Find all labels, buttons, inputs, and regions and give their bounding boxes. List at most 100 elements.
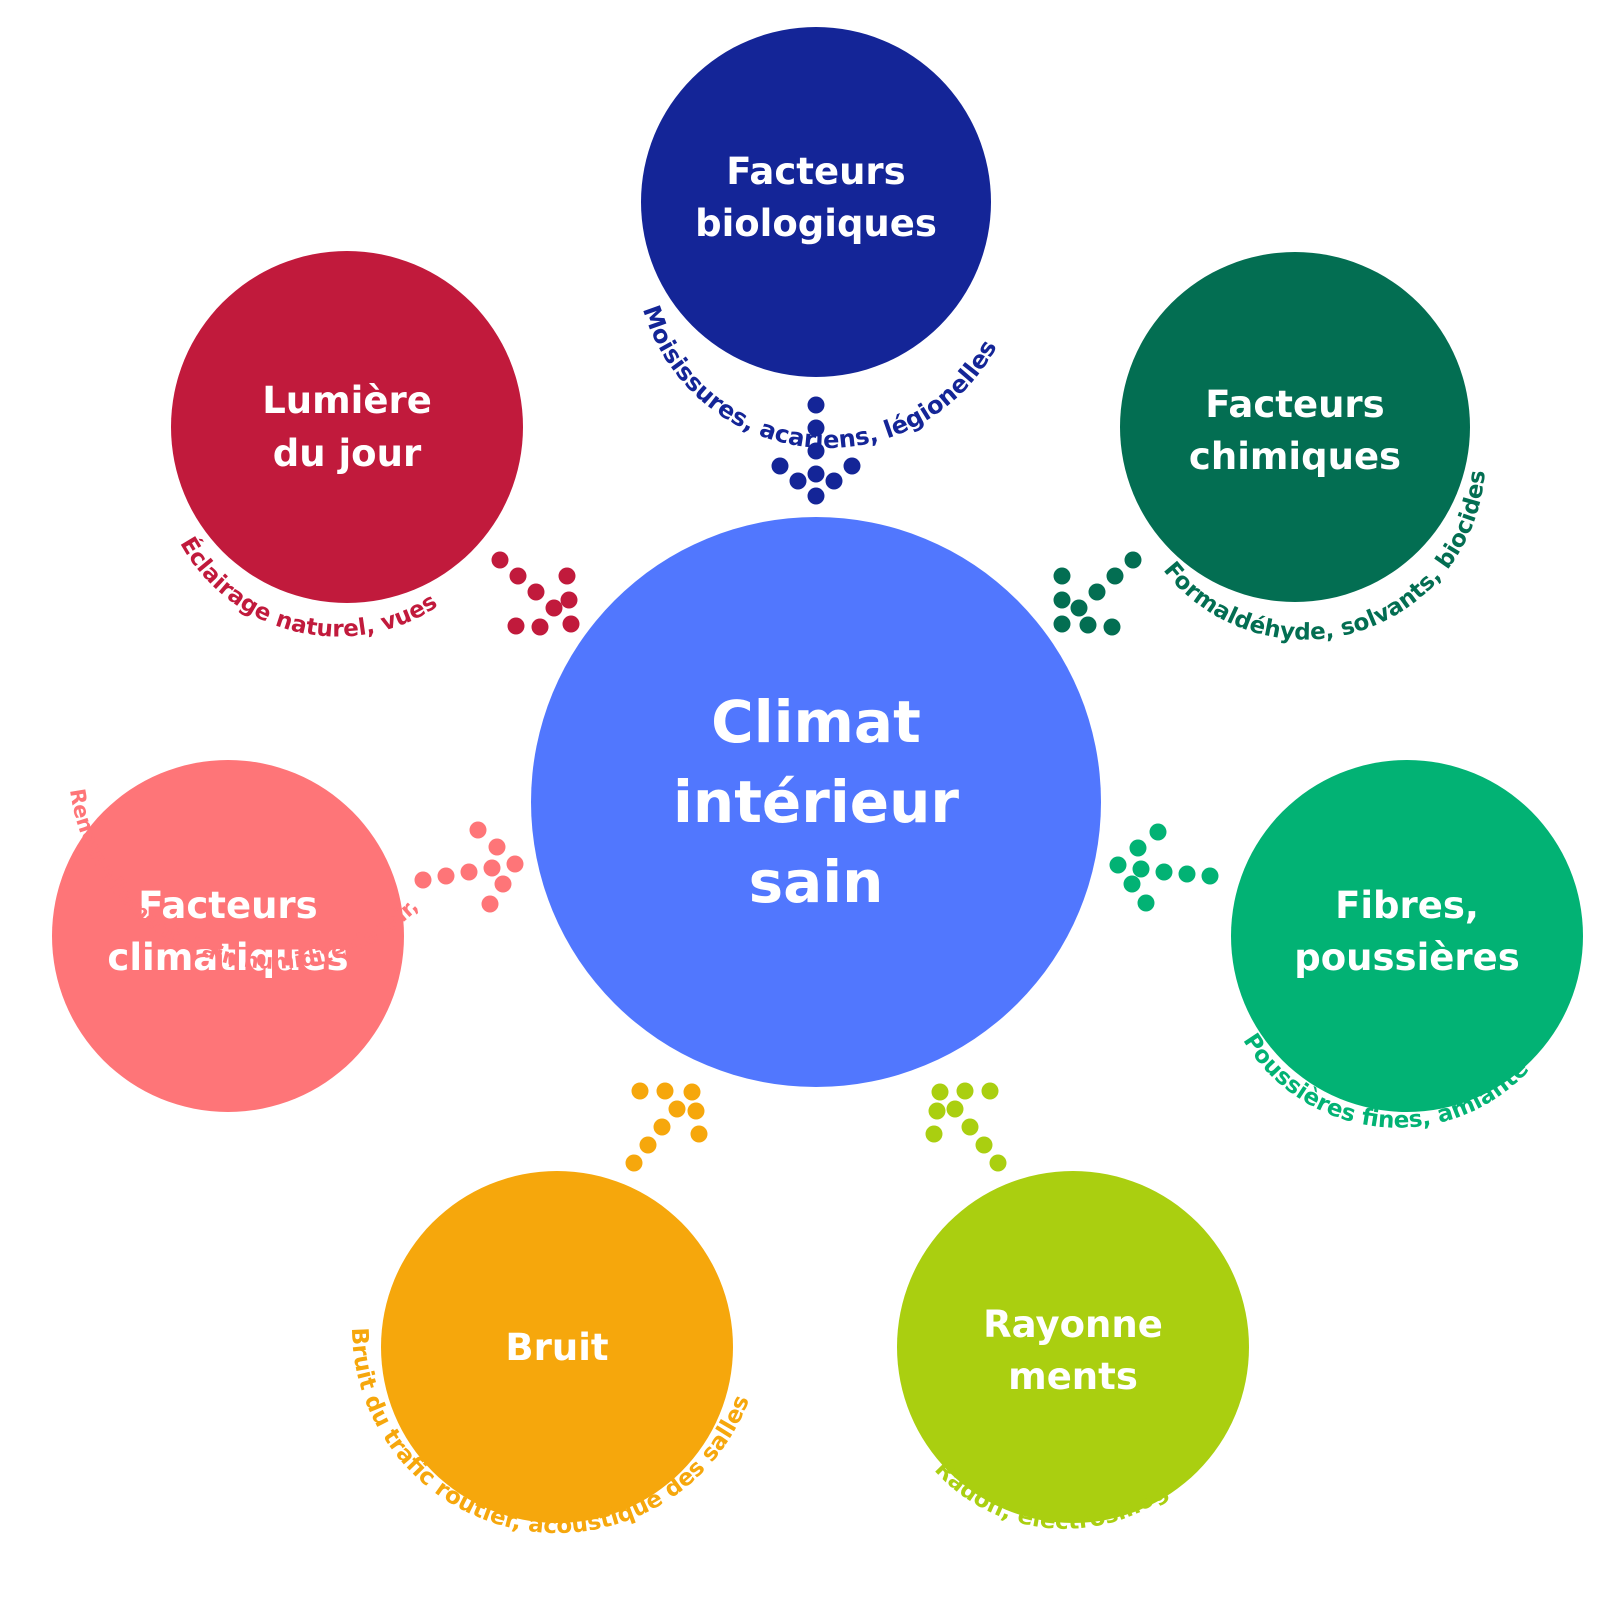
node-lumiere-title-line-1: Lumière bbox=[262, 379, 432, 422]
node-bio: Facteurs biologiques Moisissures, acarie… bbox=[637, 27, 1002, 454]
arrow-rayon-dot bbox=[989, 1154, 1007, 1172]
arrow-lumiere-dot bbox=[491, 551, 509, 569]
arrow-clim-dot bbox=[481, 895, 499, 913]
arrow-bruit-dot bbox=[631, 1082, 649, 1100]
arrow-bio-dot bbox=[807, 396, 825, 414]
arrow-fibres-dot bbox=[1137, 894, 1155, 912]
arrow-bruit-dot bbox=[690, 1125, 708, 1143]
arrow-fibres-dot bbox=[1149, 823, 1167, 841]
arrow-fibres-dot bbox=[1155, 863, 1173, 881]
arrow-lumiere bbox=[491, 551, 580, 636]
arrow-chem-dot bbox=[1053, 567, 1071, 585]
center-label-line-2: intérieur bbox=[673, 768, 959, 836]
arrow-chem-dot bbox=[1106, 567, 1124, 585]
arrow-fibres bbox=[1109, 823, 1219, 912]
arrow-bio-dot bbox=[807, 465, 825, 483]
arrow-bio-dot bbox=[807, 419, 825, 437]
node-bio-title-line-2: biologiques bbox=[695, 202, 937, 245]
node-lumiere: Lumière du jour Éclairage naturel, vues bbox=[171, 251, 523, 643]
arrow-lumiere-dot bbox=[562, 615, 580, 633]
arrow-clim bbox=[414, 821, 524, 913]
node-rayon-title-line-1: Rayonne bbox=[983, 1303, 1163, 1346]
node-bruit-title-line-1: Bruit bbox=[505, 1326, 608, 1369]
node-chem-circle bbox=[1120, 252, 1470, 602]
node-clim-title-line-1: Facteurs bbox=[138, 884, 317, 927]
arrow-fibres-dot bbox=[1109, 856, 1127, 874]
arrow-lumiere-dot bbox=[545, 599, 563, 617]
arrow-bio-dot bbox=[843, 457, 861, 475]
node-bruit: Bruit Bruit du trafic routier, acoustiqu… bbox=[346, 1171, 755, 1539]
arrow-bio-dot bbox=[825, 472, 843, 490]
arrow-clim-dot bbox=[469, 821, 487, 839]
arrow-bruit-dot bbox=[683, 1083, 701, 1101]
node-fibres-circle bbox=[1231, 760, 1583, 1112]
arrow-rayon-dot bbox=[925, 1125, 943, 1143]
arrow-bruit-dot bbox=[653, 1118, 671, 1136]
arrow-bruit-dot bbox=[668, 1100, 686, 1118]
node-chem-title-line-1: Facteurs bbox=[1205, 383, 1384, 426]
arrow-clim-dot bbox=[494, 875, 512, 893]
arrow-rayon-dot bbox=[928, 1102, 946, 1120]
arrow-lumiere-dot bbox=[560, 591, 578, 609]
arrow-rayon-dot bbox=[956, 1082, 974, 1100]
arrow-bruit-dot bbox=[625, 1154, 643, 1172]
arrow-bruit-dot bbox=[639, 1136, 657, 1154]
arrow-chem bbox=[1053, 551, 1142, 636]
arrow-rayon-dot bbox=[975, 1136, 993, 1154]
arrow-chem-dot bbox=[1079, 616, 1097, 634]
center-label-line-1: Climat bbox=[711, 688, 921, 756]
node-chem-title-line-2: chimiques bbox=[1189, 435, 1401, 478]
node-bruit-circle bbox=[381, 1171, 733, 1523]
arrow-clim-dot bbox=[460, 863, 478, 881]
arrow-fibres-dot bbox=[1178, 865, 1196, 883]
arrow-lumiere-dot bbox=[509, 567, 527, 585]
arrow-clim-dot bbox=[414, 871, 432, 889]
arrow-clim-dot bbox=[506, 855, 524, 873]
center-label-line-3: sain bbox=[749, 848, 884, 916]
arrow-clim-dot bbox=[488, 838, 506, 856]
node-fibres: Fibres, poussières Poussières fines, ami… bbox=[1231, 760, 1583, 1134]
arrow-lumiere-dot bbox=[527, 583, 545, 601]
arrow-rayon-dot bbox=[961, 1118, 979, 1136]
arrow-bio-dot bbox=[789, 472, 807, 490]
node-rayon-title-line-2: ments bbox=[1008, 1355, 1138, 1398]
center-circle bbox=[531, 517, 1101, 1087]
node-rayon: Rayonne ments Radon, électrosmog bbox=[897, 1171, 1249, 1535]
arrow-chem-dot bbox=[1103, 618, 1121, 636]
node-fibres-title-line-1: Fibres, bbox=[1335, 884, 1479, 927]
arrow-rayon-dot bbox=[931, 1083, 949, 1101]
node-lumiere-title-line-2: du jour bbox=[273, 432, 422, 475]
arrow-rayon-dot bbox=[946, 1100, 964, 1118]
arrow-rayon bbox=[925, 1082, 1007, 1172]
arrow-chem-dot bbox=[1053, 591, 1071, 609]
node-bio-circle bbox=[641, 27, 991, 377]
arrow-chem-dot bbox=[1053, 615, 1071, 633]
node-lumiere-circle bbox=[171, 251, 523, 603]
arrow-clim-dot bbox=[483, 859, 501, 877]
arrow-lumiere-dot bbox=[507, 617, 525, 635]
center-node: Climat intérieur sain bbox=[531, 517, 1101, 1087]
node-rayon-circle bbox=[897, 1171, 1249, 1523]
arrow-bio-dot bbox=[807, 442, 825, 460]
arrow-fibres-dot bbox=[1123, 875, 1141, 893]
node-chem: Facteurs chimiques Formaldéhyde, solvant… bbox=[1120, 252, 1491, 646]
arrow-lumiere-dot bbox=[531, 618, 549, 636]
arrow-bruit-dot bbox=[687, 1102, 705, 1120]
arrow-fibres-dot bbox=[1201, 867, 1219, 885]
arrow-chem-dot bbox=[1088, 583, 1106, 601]
node-bio-title-line-1: Facteurs bbox=[726, 150, 905, 193]
arrow-bruit bbox=[625, 1082, 708, 1172]
node-fibres-title-line-2: poussières bbox=[1294, 936, 1519, 979]
arrow-bruit-dot bbox=[656, 1082, 674, 1100]
arrow-clim-dot bbox=[437, 867, 455, 885]
arrow-bio bbox=[771, 396, 861, 505]
arrow-bio-dot bbox=[807, 487, 825, 505]
arrow-lumiere-dot bbox=[558, 567, 576, 585]
node-clim-title-line-2: climatiques bbox=[107, 936, 348, 979]
arrow-chem-dot bbox=[1124, 551, 1142, 569]
arrow-bio-dot bbox=[771, 457, 789, 475]
arrow-rayon-dot bbox=[981, 1082, 999, 1100]
arrow-fibres-dot bbox=[1129, 839, 1147, 857]
